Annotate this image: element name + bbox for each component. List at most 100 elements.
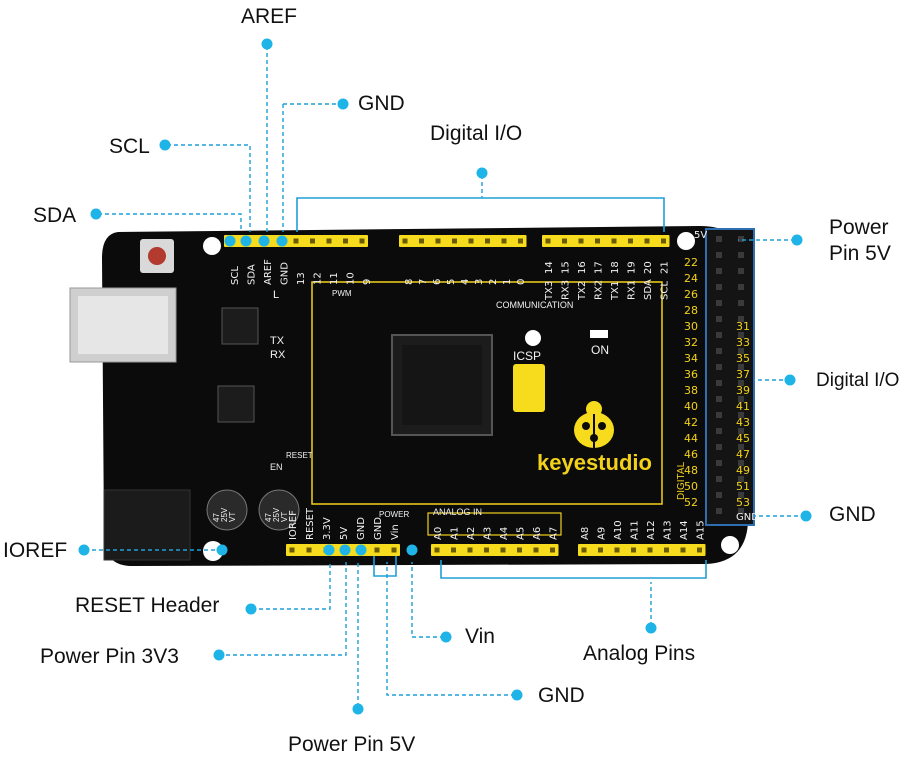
mount-hole bbox=[721, 536, 739, 554]
pin-label-top-middle: 4 bbox=[460, 279, 471, 285]
mount-hole bbox=[677, 232, 695, 250]
pin-label-right-5v: 5V bbox=[694, 230, 707, 241]
pin-label-top-middle: 2 bbox=[488, 279, 499, 285]
callout-power-5v-bottom: Power Pin 5V bbox=[288, 733, 416, 756]
header-right-pin bbox=[738, 460, 744, 466]
header-right-pin bbox=[716, 492, 722, 498]
callout-analog-pins: Analog Pins bbox=[583, 642, 696, 665]
analog-in-label: ANALOG IN bbox=[433, 507, 482, 517]
leader-line bbox=[167, 144, 251, 232]
pin-label-top-middle: 1 bbox=[502, 279, 513, 285]
communication-label: COMMUNICATION bbox=[496, 300, 573, 310]
pin-label-analog-left: A4 bbox=[499, 527, 510, 540]
pin-label-analog-left: A7 bbox=[549, 527, 560, 540]
header-power-pin bbox=[391, 547, 397, 553]
capacitor bbox=[206, 489, 248, 531]
header-right-pin bbox=[716, 476, 722, 482]
callout-dot bbox=[90, 208, 102, 220]
header-right-pin bbox=[716, 300, 722, 306]
callout-dot bbox=[224, 235, 236, 247]
pin-label-right-even: 30 bbox=[684, 320, 698, 333]
digital-label: DIGITAL bbox=[676, 461, 687, 500]
header-analog-right bbox=[578, 544, 706, 556]
header-top-middle-pin bbox=[518, 238, 523, 244]
bracket-digital-io-top bbox=[296, 197, 665, 232]
l-label: L bbox=[273, 289, 279, 301]
pin-label-power: Vin bbox=[390, 524, 401, 540]
pin-label-top-middle: 6 bbox=[432, 279, 443, 285]
header-right-pin bbox=[738, 300, 744, 306]
header-right-pin bbox=[738, 364, 744, 370]
header-right-pin bbox=[716, 460, 722, 466]
dc-jack bbox=[103, 489, 191, 561]
header-top-right-pin bbox=[562, 238, 567, 244]
header-right-pin bbox=[716, 252, 722, 258]
header-right-pin bbox=[716, 508, 722, 514]
callout-dot bbox=[645, 622, 657, 634]
pin-label-top-right-sub: TX3 bbox=[544, 281, 555, 301]
pin-label-right-odd: 43 bbox=[736, 416, 750, 429]
header-right-pin bbox=[738, 412, 744, 418]
capacitor-label: 47 bbox=[264, 513, 273, 522]
header-right-pin bbox=[738, 284, 744, 290]
header-right-pin bbox=[716, 380, 722, 386]
usb-port-inner bbox=[78, 296, 168, 354]
pin-label-right-odd: 35 bbox=[736, 352, 750, 365]
pin-label-right-odd: 51 bbox=[736, 480, 750, 493]
pin-label-top-left: 9 bbox=[362, 279, 373, 285]
pin-label-analog-right: A11 bbox=[630, 520, 641, 540]
header-analog-left-pin bbox=[434, 547, 440, 553]
pin-label-right-even: 26 bbox=[684, 288, 698, 301]
header-top-middle-pin bbox=[468, 238, 474, 244]
pin-label-analog-right: A10 bbox=[613, 520, 624, 540]
ladybug-logo bbox=[574, 401, 614, 448]
callout-dot bbox=[245, 603, 257, 615]
pin-label-power: GND bbox=[356, 517, 367, 540]
header-top-right-pin bbox=[611, 238, 617, 244]
callout-gnd-right: GND bbox=[829, 503, 876, 526]
header-analog-right-pin bbox=[581, 547, 587, 553]
pwm-label: PWM bbox=[332, 289, 352, 298]
header-right-pin bbox=[738, 268, 744, 274]
icsp-label: ICSP bbox=[513, 349, 541, 363]
capacitor-label: 25V bbox=[220, 507, 229, 522]
pin-label-top-right-sub: RX2 bbox=[594, 280, 605, 300]
board bbox=[69, 226, 749, 566]
mcu-chip-core bbox=[402, 345, 482, 425]
header-right-pin bbox=[738, 236, 744, 242]
header-top-middle-pin bbox=[435, 238, 441, 244]
pin-label-analog-left: A2 bbox=[466, 527, 477, 540]
header-analog-right-pin bbox=[598, 547, 603, 553]
header-top-left-pin bbox=[343, 238, 348, 244]
header-right-pin bbox=[738, 380, 744, 386]
callout-aref: AREF bbox=[241, 5, 298, 28]
header-right-pin bbox=[738, 444, 744, 450]
pin-label-analog-left: A1 bbox=[450, 527, 461, 540]
capacitor-label: 25V bbox=[272, 507, 281, 522]
callout-gnd-top: GND bbox=[358, 92, 405, 115]
brand-text: keyestudio bbox=[537, 450, 652, 475]
pin-label-right-even: 42 bbox=[684, 416, 698, 429]
header-top-middle-pin bbox=[452, 238, 457, 244]
pin-label-power: GND bbox=[373, 517, 384, 540]
header-analog-right-pin bbox=[614, 547, 620, 553]
header-analog-right-pin bbox=[680, 547, 686, 553]
pin-label-top-right-sub: SDA bbox=[643, 279, 654, 300]
silk-analog-box bbox=[427, 512, 562, 536]
pin-label-right-even: 32 bbox=[684, 336, 698, 349]
callout-dot bbox=[352, 703, 364, 715]
pin-label-top-left: 11 bbox=[329, 272, 340, 285]
leader-line bbox=[219, 562, 347, 656]
power-label: POWER bbox=[379, 510, 409, 519]
header-analog-right-pin bbox=[647, 547, 653, 553]
header-analog-left-pin bbox=[484, 547, 489, 553]
usb-chip bbox=[221, 307, 259, 345]
callout-digital-io-right: Digital I/O bbox=[816, 370, 900, 391]
pin-label-right-even: 50 bbox=[684, 480, 698, 493]
capacitor bbox=[258, 489, 300, 531]
header-right-pin bbox=[716, 412, 722, 418]
callout-ioref: IOREF bbox=[3, 539, 68, 562]
header-analog-left-pin bbox=[517, 547, 522, 553]
callout-dot bbox=[216, 544, 228, 556]
